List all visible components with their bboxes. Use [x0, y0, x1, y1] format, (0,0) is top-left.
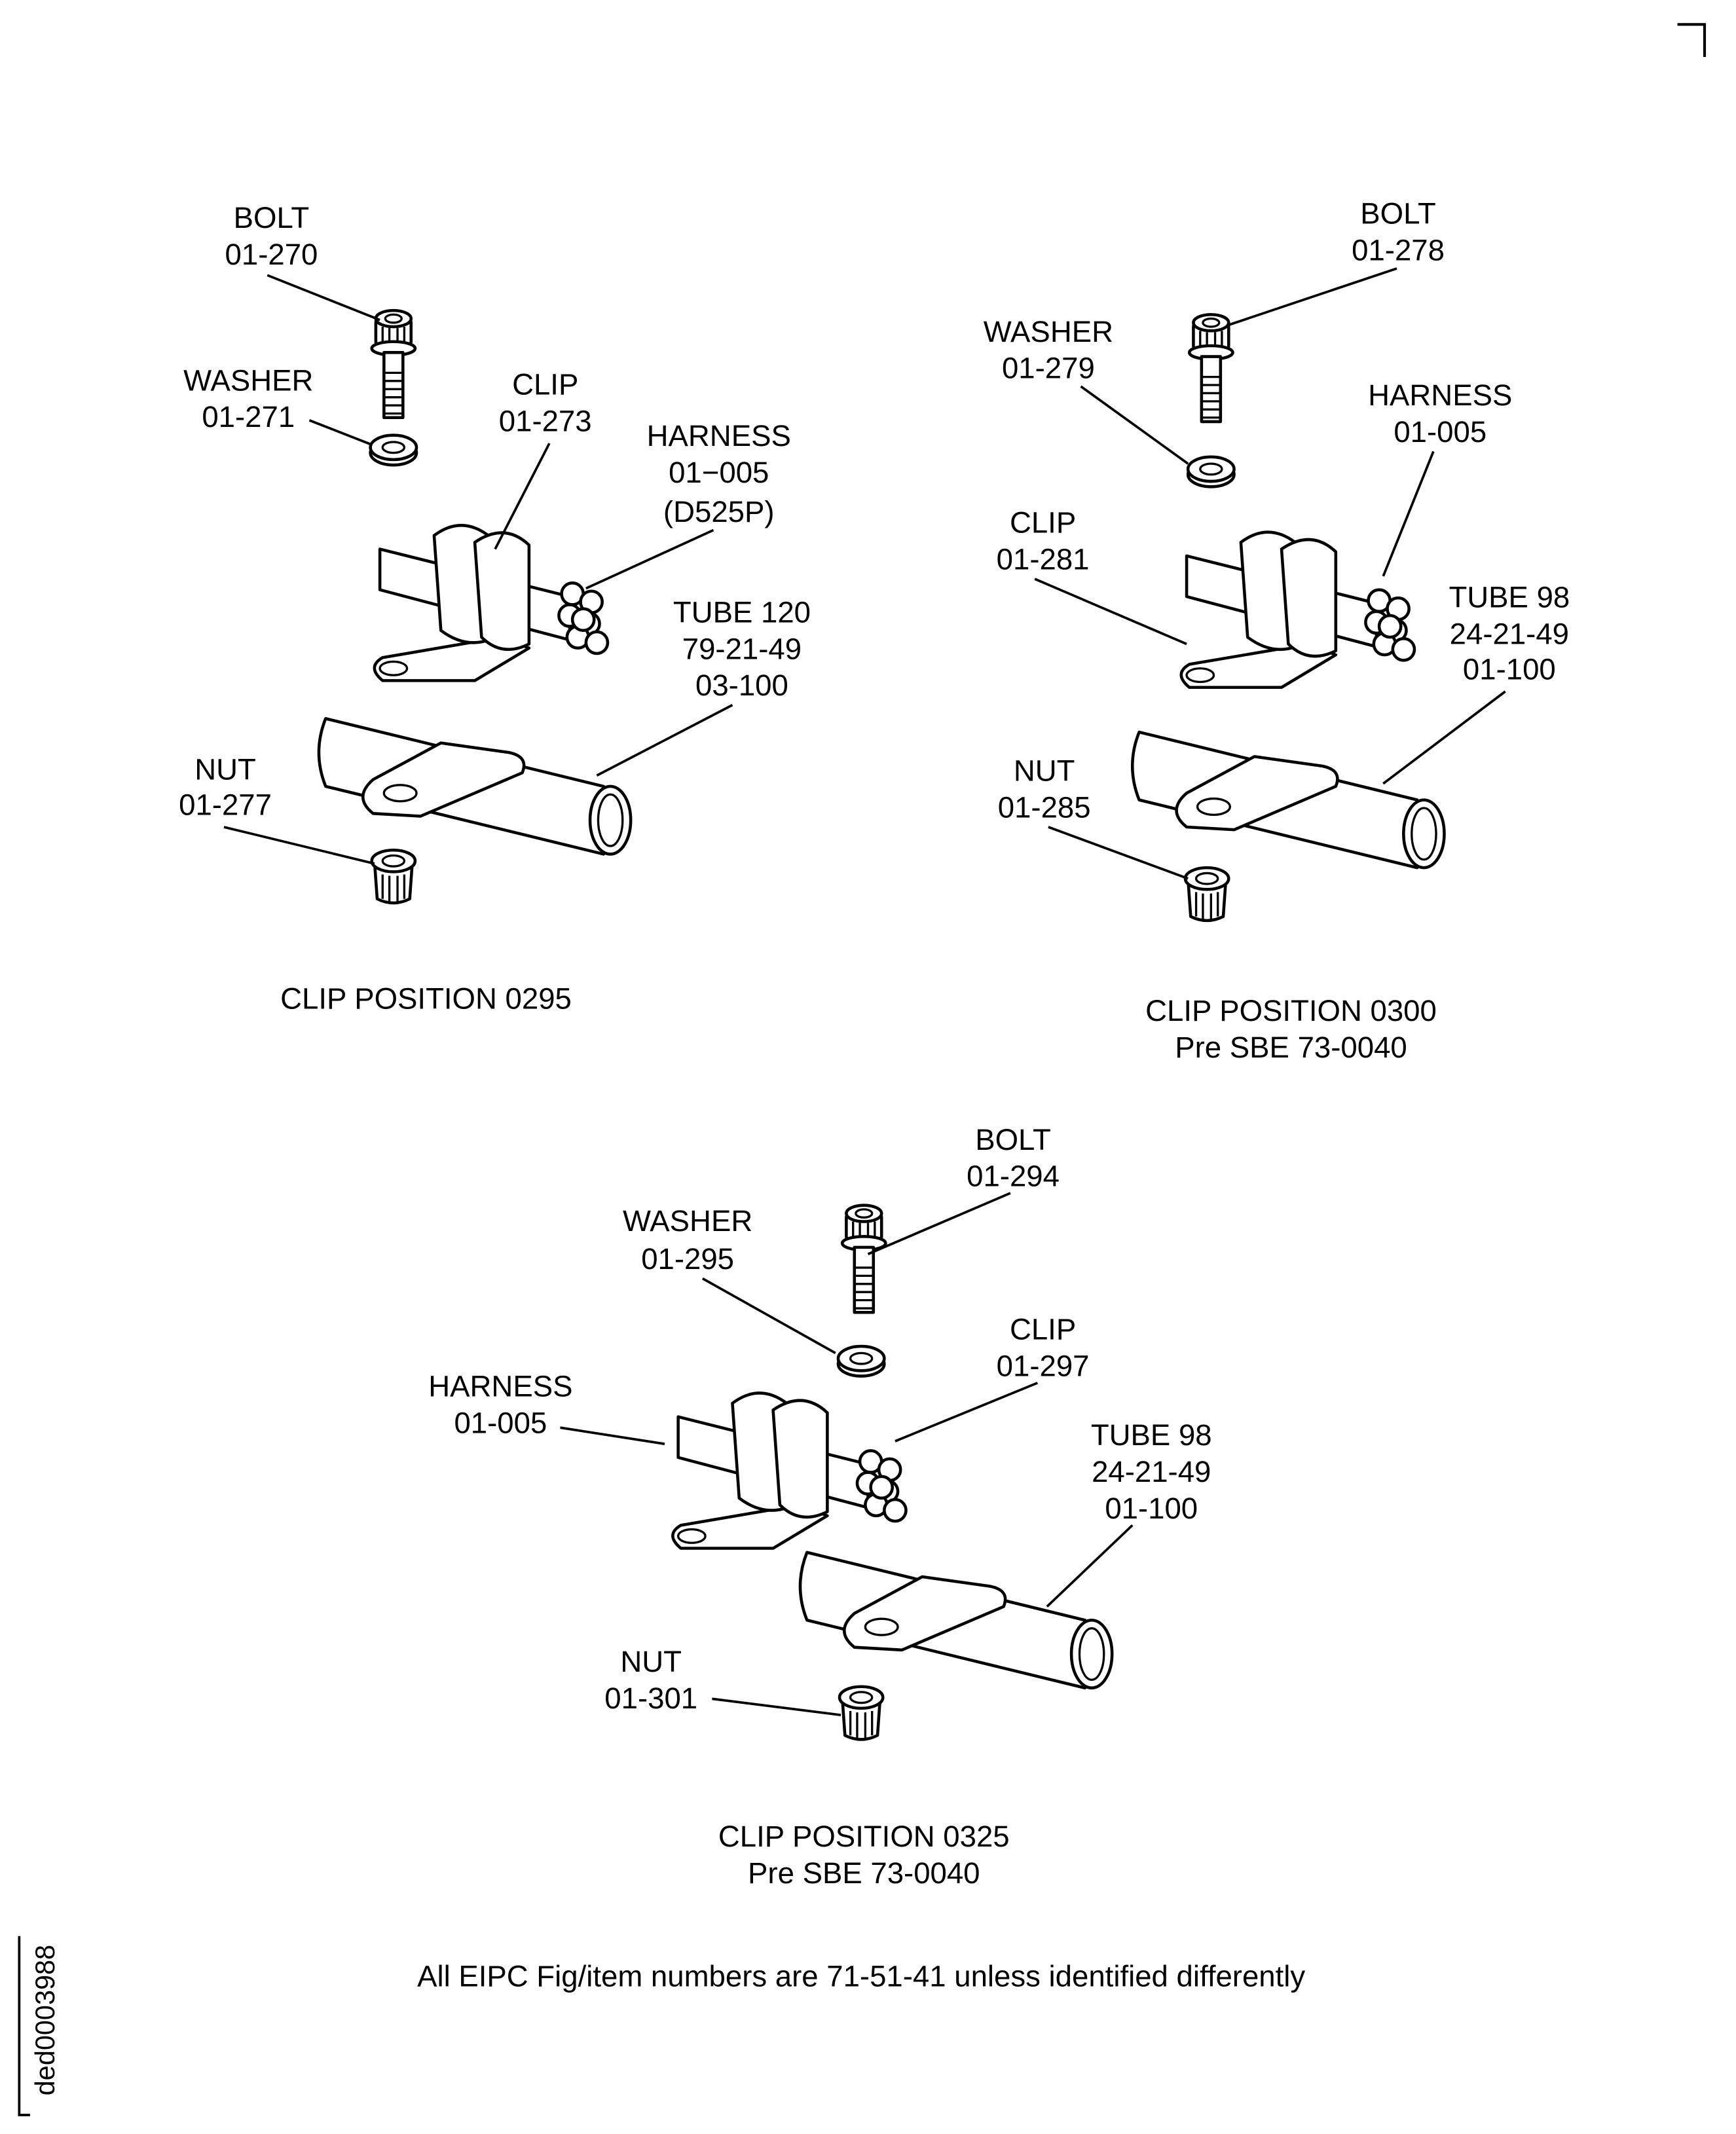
harness-label: HARNESS — [428, 1370, 572, 1403]
clip-harness-part — [673, 1393, 906, 1548]
washer-number: 01-295 — [641, 1242, 734, 1276]
bolt-number: 01-278 — [1352, 234, 1445, 267]
clip-number: 01-281 — [997, 543, 1090, 576]
washer-leader — [1080, 385, 1189, 465]
harness-leader — [585, 528, 714, 590]
tube-number: 03-100 — [695, 669, 788, 702]
caption: CLIP POSITION 0300 — [1145, 994, 1437, 1027]
bolt-leader — [867, 1192, 1011, 1255]
caption-note: Pre SBE 73-0040 — [748, 1856, 980, 1890]
washer-number: 01-271 — [202, 400, 295, 433]
washer-leader — [308, 419, 373, 446]
nut-number: 01-277 — [179, 788, 272, 821]
washer-label: WASHER — [984, 315, 1113, 348]
tube-leader — [596, 704, 733, 777]
tube-label: TUBE 98 — [1449, 581, 1570, 614]
nut-label: NUT — [620, 1645, 682, 1678]
washer-label: WASHER — [623, 1204, 752, 1238]
tube-part — [1132, 732, 1444, 868]
clip-harness-part — [1181, 532, 1414, 688]
harness-code: (D525P) — [663, 495, 775, 528]
bolt-part — [842, 1205, 885, 1313]
clip-harness-part — [375, 525, 608, 680]
bolt-part — [372, 310, 415, 418]
washer-leader — [701, 1277, 836, 1355]
bolt-label: BOLT — [975, 1123, 1051, 1156]
tube-number: 01-100 — [1105, 1492, 1198, 1525]
nut-part — [840, 1687, 883, 1740]
harness-label: HARNESS — [647, 419, 791, 452]
harness-leader — [1382, 451, 1435, 577]
clip-leader — [1034, 578, 1187, 646]
caption-note: Pre SBE 73-0040 — [1175, 1031, 1407, 1064]
drawing-id-bracket — [18, 1936, 30, 2116]
caption: CLIP POSITION 0295 — [280, 982, 572, 1015]
bolt-leader — [1227, 267, 1397, 327]
clip-number: 01-297 — [997, 1350, 1090, 1383]
tube-number: 01-100 — [1463, 652, 1556, 686]
tube-ref: 79-21-49 — [682, 632, 802, 665]
nut-number: 01-285 — [998, 791, 1091, 824]
harness-number: 01-005 — [454, 1407, 547, 1440]
tube-part — [800, 1553, 1112, 1688]
bolt-number: 01-294 — [967, 1160, 1060, 1193]
harness-number: 01-005 — [1394, 415, 1487, 449]
tube-ref: 24-21-49 — [1450, 617, 1569, 650]
nut-label: NUT — [194, 753, 256, 786]
clip-label: CLIP — [512, 368, 578, 401]
bolt-part — [1189, 314, 1232, 422]
corner-crop-mark — [1677, 23, 1707, 57]
washer-number: 01-279 — [1002, 352, 1095, 385]
clip-position-0325-assembly: BOLT 01-294 WASHER 01-295 CLIP 01-297 HA… — [428, 1123, 1211, 1890]
tube-label: TUBE 120 — [673, 595, 811, 629]
harness-label: HARNESS — [1368, 378, 1512, 412]
washer-part — [838, 1346, 884, 1376]
bolt-leader — [267, 274, 380, 322]
bolt-label: BOLT — [234, 201, 310, 234]
drawing-id: ded0003988 — [30, 1945, 60, 2095]
nut-leader — [223, 826, 375, 865]
tube-leader — [1046, 1524, 1134, 1608]
tube-leader — [1382, 690, 1506, 785]
clip-position-0295-assembly: BOLT 01-270 WASHER 01-271 CLIP 01-273 HA… — [179, 201, 811, 1016]
tube-part — [319, 718, 631, 854]
washer-part — [1188, 457, 1234, 487]
harness-leader — [560, 1426, 665, 1445]
tube-label: TUBE 98 — [1091, 1418, 1212, 1452]
bolt-number: 01-270 — [225, 238, 318, 271]
washer-part — [371, 435, 416, 466]
tube-ref: 24-21-49 — [1092, 1455, 1211, 1488]
nut-part — [1185, 868, 1228, 921]
nut-leader — [1048, 826, 1189, 880]
washer-label: WASHER — [183, 363, 313, 397]
caption: CLIP POSITION 0325 — [718, 1820, 1010, 1853]
clip-number: 01-273 — [499, 404, 592, 437]
clip-leader — [895, 1382, 1039, 1443]
bolt-label: BOLT — [1360, 197, 1436, 230]
clip-position-0300-assembly: BOLT 01-278 WASHER 01-279 HARNESS 01-005… — [984, 197, 1570, 1064]
harness-number: 01−005 — [669, 456, 769, 489]
footer-note: All EIPC Fig/item numbers are 71-51-41 u… — [417, 1959, 1305, 1993]
nut-label: NUT — [1014, 754, 1075, 788]
nut-leader — [712, 1697, 841, 1717]
clip-leader — [494, 443, 551, 550]
nut-number: 01-301 — [604, 1682, 697, 1715]
nut-part — [372, 850, 415, 903]
clip-label: CLIP — [1010, 1313, 1076, 1346]
clip-label: CLIP — [1010, 506, 1076, 540]
